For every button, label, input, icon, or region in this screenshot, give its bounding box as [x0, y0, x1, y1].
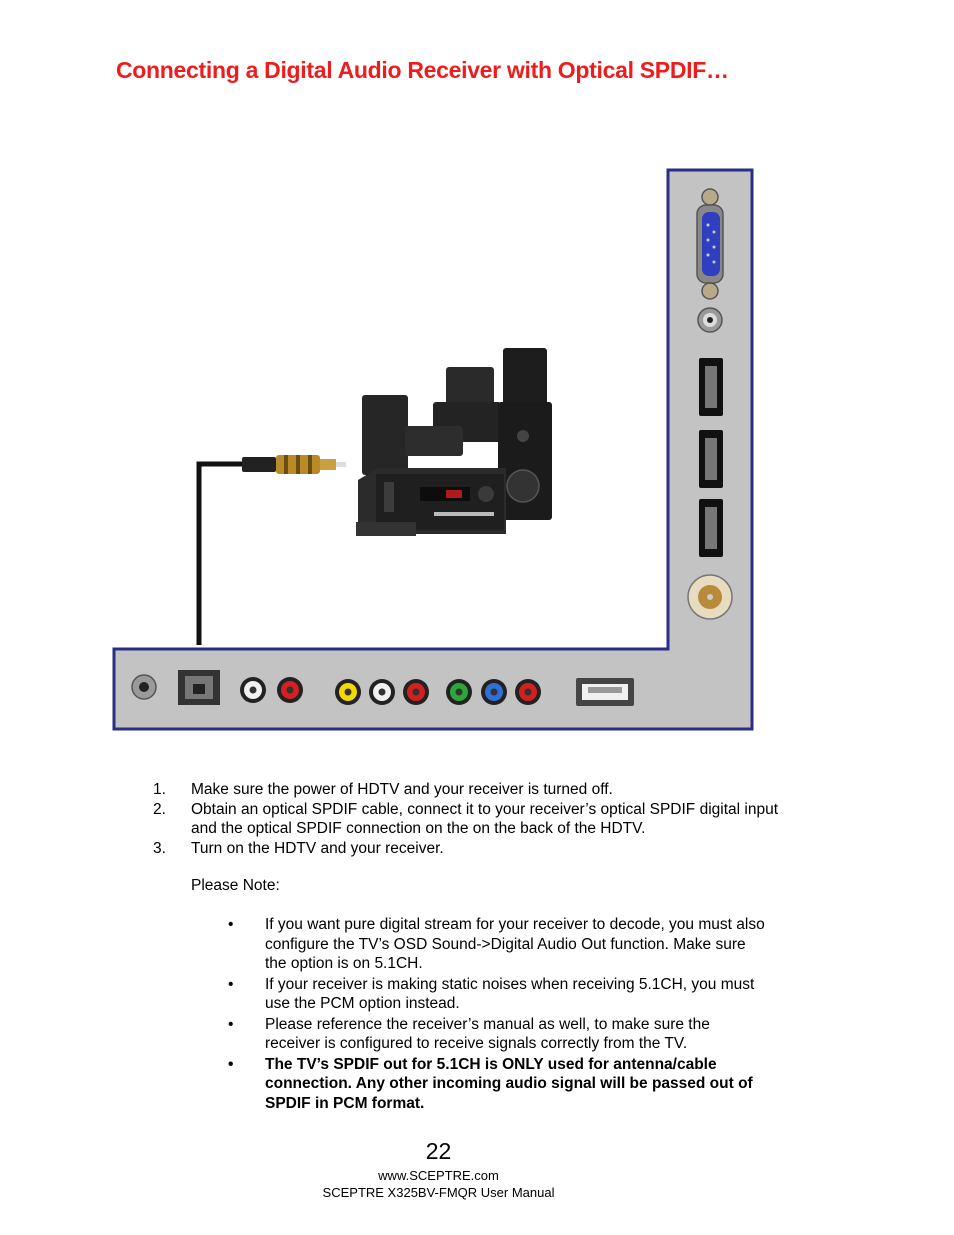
step-text: Turn on the HDTV and your receiver. [191, 839, 444, 857]
list-item: 3. Turn on the HDTV and your receiver. [153, 839, 793, 859]
audio-white-jack-icon [369, 679, 395, 705]
bullet-text: The TV’s SPDIF out for 5.1CH is ONLY use… [265, 1055, 753, 1112]
bullet-text: If you want pure digital stream for your… [265, 916, 765, 972]
optical-spdif-port-icon [178, 670, 220, 705]
tv-back-panel [112, 168, 754, 731]
footer-website: www.SCEPTRE.com [378, 1168, 499, 1183]
component-green-jack-icon [446, 679, 472, 705]
bullet-text: Please reference the receiver’s manual a… [265, 1015, 710, 1053]
audio-red-jack-icon [403, 679, 429, 705]
usb-port-icon [576, 678, 634, 706]
page-title: Connecting a Digital Audio Receiver with… [116, 57, 729, 83]
step-number: 2. [153, 800, 166, 818]
list-item: • The TV’s SPDIF out for 5.1CH is ONLY u… [228, 1055, 768, 1114]
audio-in-red-jack-icon [277, 677, 303, 703]
note-label: Please Note: [191, 877, 280, 894]
footer-manual-title: SCEPTRE X325BV-FMQR User Manual [322, 1185, 555, 1200]
step-number: 1. [153, 781, 166, 798]
bullet-text: If your receiver is making static noises… [265, 975, 755, 1013]
list-item: • If your receiver is making static nois… [228, 975, 768, 1014]
bullet-icon: • [228, 1015, 234, 1033]
list-item: 1. Make sure the power of HDTV and your … [153, 780, 793, 800]
antenna-coax-port-icon [687, 574, 733, 620]
bullet-icon: • [228, 975, 234, 993]
component-red-jack-icon [515, 679, 541, 705]
hdmi-port-icon [699, 358, 723, 416]
pc-audio-jack-icon [697, 307, 723, 333]
step-text: Obtain an optical SPDIF cable, connect i… [191, 800, 778, 838]
video-yellow-jack-icon [335, 679, 361, 705]
bullet-icon: • [228, 916, 234, 933]
headphone-jack-icon [131, 674, 157, 700]
notes-list: • If you want pure digital stream for yo… [228, 915, 768, 1114]
home-theater-receiver-icon [356, 348, 552, 536]
optical-cable [196, 461, 245, 645]
audio-in-white-jack-icon [240, 677, 266, 703]
list-item: • If you want pure digital stream for yo… [228, 915, 768, 974]
vga-port-icon [696, 188, 724, 300]
hdmi-port-icon [699, 430, 723, 488]
component-blue-jack-icon [481, 679, 507, 705]
step-text: Make sure the power of HDTV and your rec… [191, 781, 613, 798]
optical-plug-icon [242, 455, 346, 474]
step-number: 3. [153, 839, 166, 857]
list-item: 2. Obtain an optical SPDIF cable, connec… [153, 800, 793, 839]
steps-list: 1. Make sure the power of HDTV and your … [153, 780, 793, 858]
hdmi-port-icon [699, 499, 723, 557]
page-number: 22 [425, 1138, 452, 1164]
bullet-icon: • [228, 1055, 234, 1073]
list-item: • Please reference the receiver’s manual… [228, 1015, 768, 1054]
connection-diagram [112, 168, 754, 731]
